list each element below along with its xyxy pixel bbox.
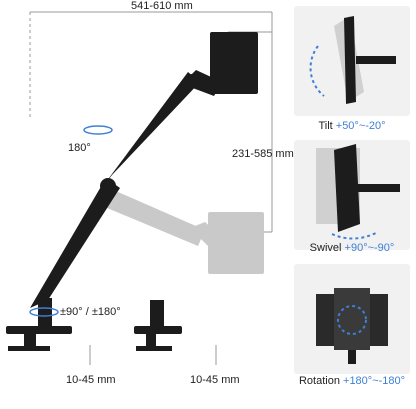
height-dimension-label: 231-585 mm: [232, 148, 294, 160]
swivel-panel: [294, 140, 410, 250]
tilt-panel: [294, 6, 410, 116]
rotation-caption: Rotation +180°~-180°: [294, 375, 410, 387]
swivel-value: +90°~-90°: [344, 242, 395, 254]
tilt-name: Tilt: [318, 120, 333, 132]
tilt-value: +50°~-20°: [335, 120, 386, 132]
width-dimension-label: 541-610 mm: [131, 0, 193, 12]
rotation-panel: [294, 264, 410, 374]
rotation-name: Rotation: [298, 375, 340, 387]
clamp-left-label: 10-45 mm: [66, 374, 116, 386]
rotation-value: +180°~-180°: [343, 375, 406, 387]
tilt-caption: Tilt +50°~-20°: [294, 120, 410, 132]
main-arm: [6, 32, 258, 351]
rotate-arrows-icon: [29, 125, 113, 317]
tilt-icon: [309, 16, 396, 104]
elbow-rotation-label: 180°: [68, 142, 91, 154]
swivel-caption: Swivel +90°~-90°: [294, 242, 410, 254]
rotation-icon: [316, 288, 388, 364]
swivel-name: Swivel: [309, 242, 342, 254]
ghost-arm: [100, 192, 264, 274]
clamp-right-label: 10-45 mm: [190, 374, 240, 386]
swivel-icon: [316, 144, 400, 240]
base-rotation-label: ±90° / ±180°: [60, 306, 121, 318]
